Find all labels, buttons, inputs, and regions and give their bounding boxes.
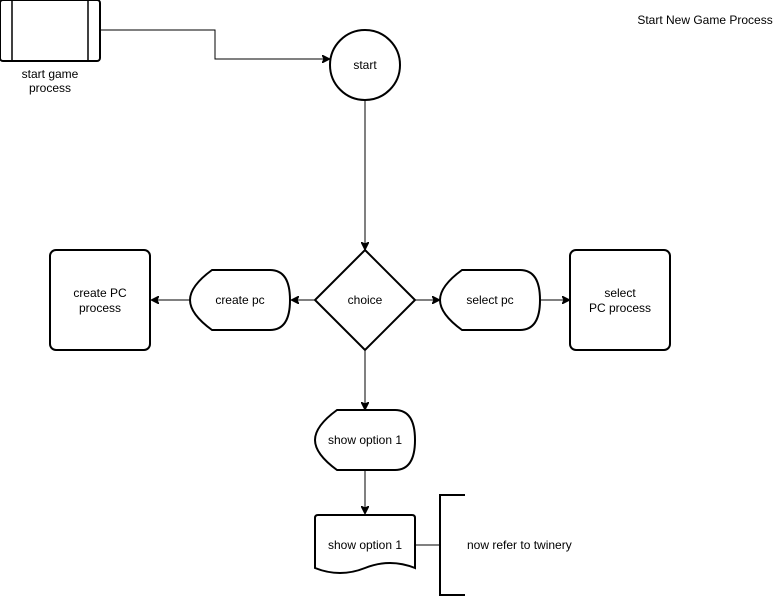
create-pc-process-label-line2: process	[79, 301, 121, 315]
create-pc-label: create pc	[215, 293, 264, 307]
node-create-pc[interactable]: create pc	[188, 269, 292, 331]
create-pc-display-shape	[188, 269, 292, 331]
create-pc-process-box	[49, 249, 151, 351]
annotation-bracket	[439, 494, 465, 596]
choice-label: choice	[348, 293, 383, 307]
select-pc-label: select pc	[466, 293, 513, 307]
show-option-display-shape	[313, 409, 417, 471]
annotation-label: now refer to twinery	[467, 538, 572, 552]
node-select-pc[interactable]: select pc	[438, 269, 542, 331]
node-show-option-display[interactable]: show option 1	[313, 409, 417, 471]
subprocess-shape	[0, 0, 101, 62]
start-circle	[329, 29, 401, 101]
node-start[interactable]: start	[329, 29, 401, 101]
node-choice[interactable]: choice	[313, 248, 417, 352]
node-select-pc-process[interactable]: select PC process	[569, 249, 671, 351]
select-pc-process-label-line2: PC process	[589, 301, 651, 315]
select-pc-process-label-line1: select	[604, 286, 636, 300]
start-label: start	[353, 58, 377, 72]
edges	[100, 29, 569, 546]
show-option-document-label: show option 1	[328, 538, 402, 552]
choice-diamond	[313, 248, 417, 352]
select-pc-display-shape	[438, 269, 542, 331]
start-game-label-line2: process	[29, 81, 71, 95]
node-annotation[interactable]: now refer to twinery	[439, 494, 572, 596]
show-option-document-shape	[314, 514, 416, 574]
show-option-display-label: show option 1	[328, 433, 402, 447]
select-pc-process-box	[569, 249, 671, 351]
diagram-title: Start New Game Process	[637, 13, 772, 27]
create-pc-process-label-line1: create PC	[73, 286, 127, 300]
start-game-label-line1: start game	[22, 67, 79, 81]
node-show-option-document[interactable]: show option 1	[314, 514, 416, 574]
edge-process-to-start	[100, 29, 329, 59]
node-start-game-process[interactable]: start game process	[0, 0, 101, 95]
node-create-pc-process[interactable]: create PC process	[49, 249, 151, 351]
